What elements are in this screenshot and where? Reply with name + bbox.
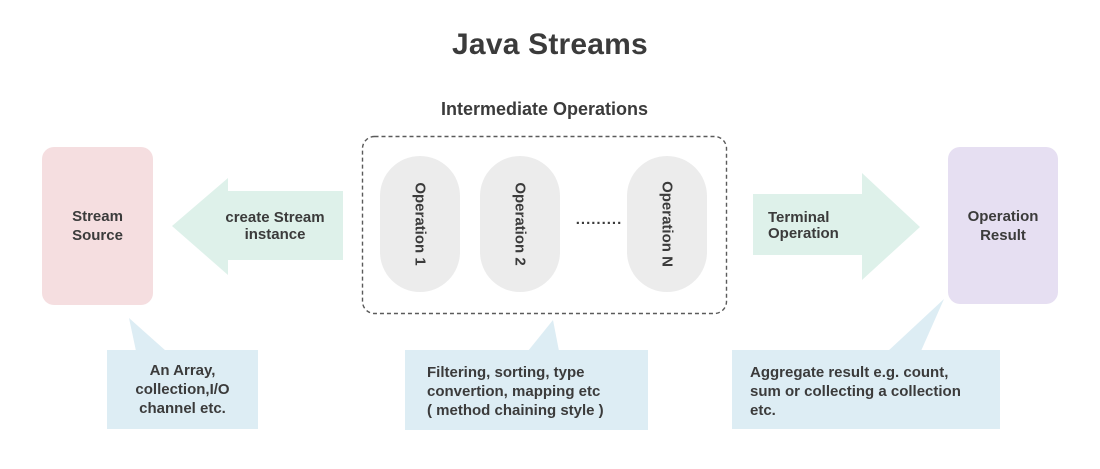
operation-pill-2: Operation 2 — [480, 156, 560, 292]
source-callout-tail — [129, 318, 166, 351]
intermediate-operations-heading: Intermediate Operations — [440, 99, 649, 119]
page-title: Java Streams — [452, 28, 648, 61]
terminal-operation-arrow-label: Terminal Operation — [768, 209, 839, 242]
intermediate-callout-tail — [528, 320, 559, 351]
create-stream-arrow-shape — [172, 178, 343, 275]
result-callout: Aggregate result e.g. count, sum or coll… — [732, 350, 1000, 429]
operation-pill-1-label: Operation 1 — [411, 182, 429, 266]
operation-pill-n: Operation N — [627, 156, 707, 292]
intermediate-operations-dashed-box — [361, 135, 728, 315]
stream-source-box: Stream Source — [42, 147, 153, 305]
source-callout-text: An Array, collection,I/O channel etc. — [135, 362, 230, 417]
operation-pill-n-label: Operation N — [658, 181, 676, 267]
create-stream-arrow-label: create Stream instance — [225, 209, 325, 243]
operation-pill-2-label: Operation 2 — [511, 182, 529, 266]
intermediate-callout: Filtering, sorting, type convertion, map… — [405, 350, 648, 430]
source-callout: An Array, collection,I/O channel etc. — [107, 350, 258, 429]
stream-source-label: Stream Source — [72, 208, 123, 244]
operations-ellipsis: ......... — [575, 211, 623, 228]
terminal-operation-arrow-shape — [753, 173, 920, 280]
operation-result-label: Operation Result — [967, 207, 1039, 244]
operation-result-box: Operation Result — [948, 147, 1058, 304]
operation-pill-1: Operation 1 — [380, 156, 460, 292]
result-callout-tail — [888, 299, 944, 351]
